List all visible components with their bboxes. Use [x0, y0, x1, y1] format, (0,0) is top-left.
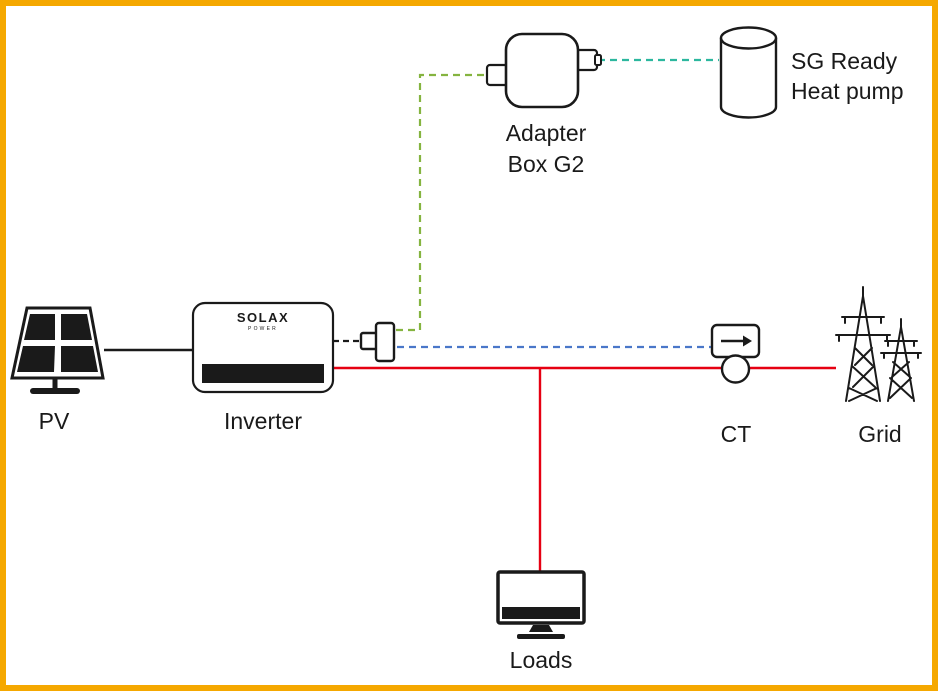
- adapter-right-port-nub: [594, 54, 602, 66]
- inverter-label: Inverter: [224, 408, 302, 434]
- heatpump-body: [719, 38, 778, 119]
- ct-clamp-ring: [720, 354, 751, 384]
- pv-cell: [24, 314, 55, 340]
- pv-label: PV: [39, 408, 70, 434]
- splitter-to-adapter-line: [396, 73, 488, 332]
- heat-pump-cylinder-icon: [719, 26, 778, 119]
- monitor-base: [517, 634, 565, 639]
- splitter-left-tab: [359, 331, 379, 351]
- grid-label: Grid: [858, 421, 901, 447]
- ct-label: CT: [721, 421, 752, 447]
- loads-label: Loads: [510, 647, 573, 673]
- adapter-box-label-line1: Adapter: [506, 120, 587, 146]
- monitor-icon: [496, 570, 586, 639]
- transmission-towers-icon: [835, 286, 922, 402]
- pv-cell: [61, 346, 98, 372]
- ct-arrow-head: [743, 335, 752, 347]
- heatpump-top: [719, 26, 778, 50]
- cable-splitter-icon: [359, 321, 396, 363]
- solar-panel-icon: [10, 306, 105, 394]
- grid-tower-large: [835, 286, 891, 402]
- heat-pump-label-line1: SG Ready: [791, 48, 898, 74]
- pv-cell: [17, 346, 55, 372]
- adapter-body: [504, 32, 580, 109]
- adapter-box-label-line2: Box G2: [508, 151, 585, 177]
- pv-cell: [61, 314, 92, 340]
- heat-pump-label-line2: Heat pump: [791, 78, 904, 104]
- monitor-stand: [529, 625, 553, 632]
- adapter-box-icon: [485, 32, 602, 109]
- ct-clamp-icon: [710, 323, 761, 384]
- inverter-display-bar: [202, 364, 324, 383]
- grid-tower-small: [880, 318, 922, 402]
- inverter-icon: SOLAX POWER: [191, 301, 335, 394]
- splitter-body: [374, 321, 396, 363]
- solax-logo-sub: POWER: [248, 326, 278, 332]
- solax-logo: SOLAX: [237, 310, 289, 325]
- monitor-taskbar: [502, 607, 580, 619]
